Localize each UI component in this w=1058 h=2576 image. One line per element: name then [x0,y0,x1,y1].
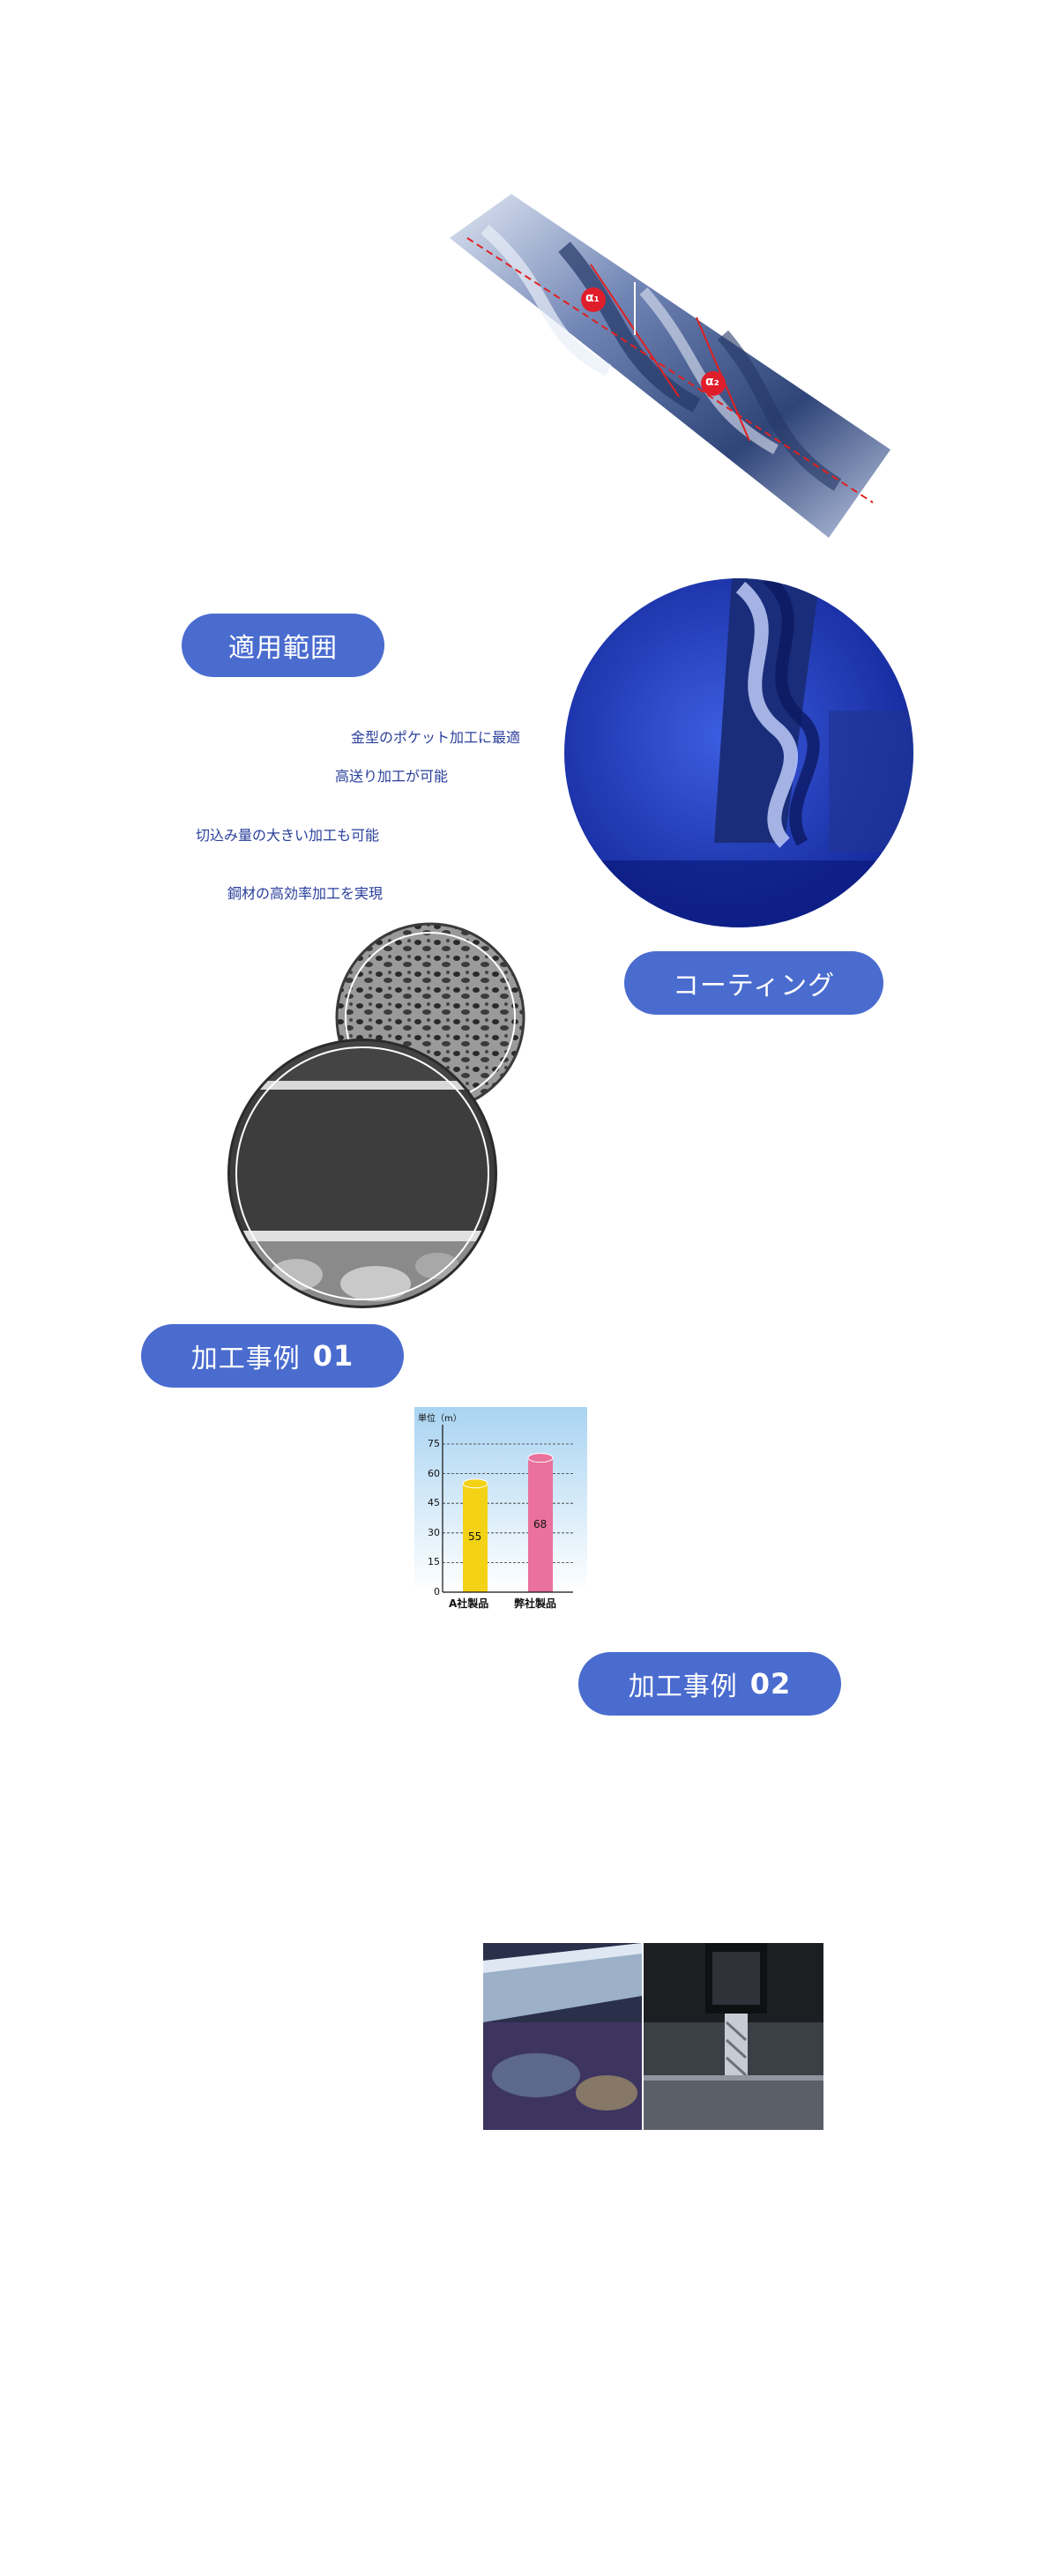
chart-bar [463,1483,488,1592]
machining-photo-left [483,1943,642,2130]
coating-micrograph-large [226,1037,499,1310]
chart-ytick-label: 15 [428,1556,440,1568]
scope-item-high-feed: 高送り加工が可能 [335,768,449,785]
case1-heading-number: 01 [312,1339,354,1373]
case1-heading: 加工事例 01 [141,1324,404,1388]
scope-item-pocket: 金型のポケット加工に最適 [351,729,521,746]
scope-heading: 適用範囲 [182,614,384,677]
chart-ylabel: 単位（m） [418,1414,462,1424]
coating-heading: コーティング [624,951,883,1015]
scope-item-efficiency: 鋼材の高効率加工を実現 [227,885,384,902]
machining-photo-right [644,1943,823,2130]
chart-data-label: 68 [533,1517,548,1530]
chart-bar-cap [462,1478,488,1489]
alpha1-label: α₁ [585,291,600,305]
chart-ytick-label: 75 [428,1438,440,1449]
endmill-photo-circle [564,578,913,927]
case2-heading-number: 02 [749,1667,792,1701]
alpha2-label: α₂ [705,375,719,389]
chart-ytick-label: 0 [434,1586,440,1597]
chart-ytick-label: 45 [428,1497,440,1509]
scope-item-deep-cut: 切込み量の大きい加工も可能 [196,827,380,844]
case1-heading-text: 加工事例 [190,1344,301,1374]
case2-heading: 加工事例 02 [578,1652,841,1716]
chart-ytick-label: 60 [428,1467,440,1479]
chart-bar-cap [527,1453,554,1463]
scope-heading-text: 適用範囲 [228,633,338,664]
tool-life-chart-svg [414,1407,587,1593]
chart-category-label: 弊社製品 [514,1597,557,1610]
chart-category-label: A社製品 [449,1597,489,1610]
coating-heading-text: コーティング [672,971,836,1001]
endmill-diagram: α₁ α₂ [414,185,908,573]
chart-ytick-label: 30 [428,1526,440,1538]
case2-heading-text: 加工事例 [628,1671,738,1702]
chart-bar [528,1457,553,1592]
chart-data-label: 55 [468,1530,482,1544]
